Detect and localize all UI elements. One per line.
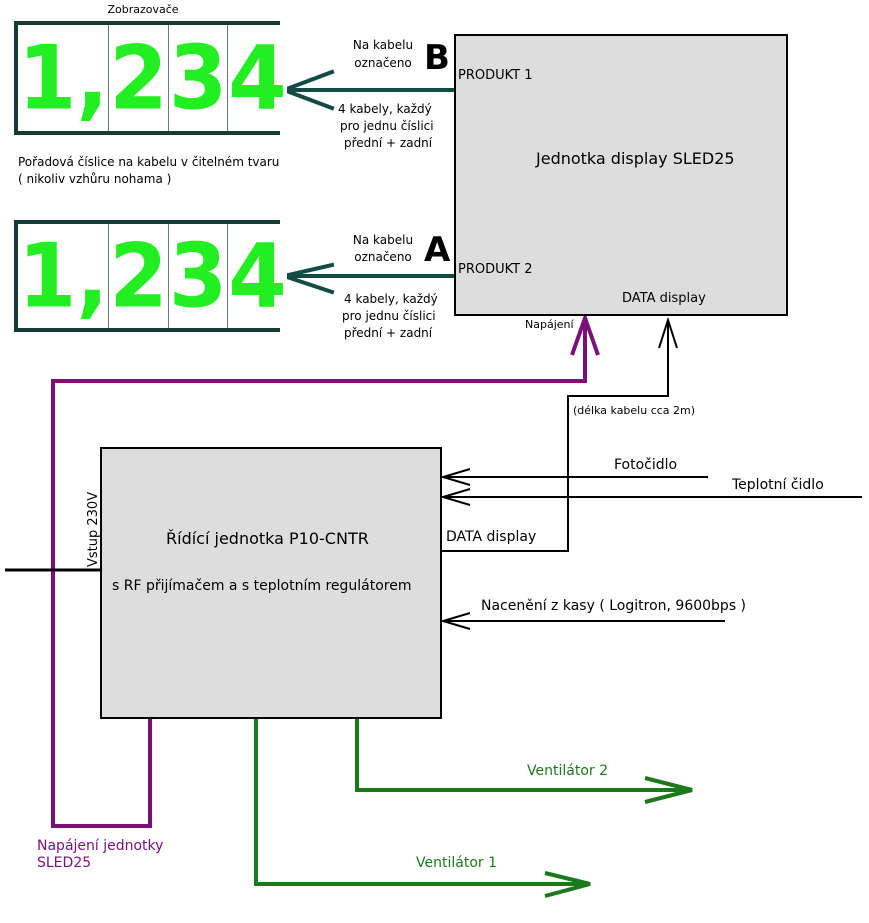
bottom-display-digit-3: 3 — [168, 224, 229, 328]
photo-sensor-arrow — [439, 468, 708, 486]
port-product2: PRODUKT 2 — [458, 262, 533, 277]
mains-input-label: Vstup 230V — [86, 491, 101, 567]
temperature-sensor-arrow — [439, 488, 862, 506]
cable-b-label-line2: označeno — [354, 56, 412, 70]
top-display-digit-2: 2 — [109, 25, 169, 131]
temperature-sensor-label: Teplotní čidlo — [732, 477, 824, 493]
data-wire — [442, 316, 678, 552]
displays-title: Zobrazovače — [107, 3, 179, 16]
bottom-display: 1, 2 3 4 — [14, 220, 287, 332]
control-unit-title: Řídící jednotka P10-CNTR — [166, 529, 369, 548]
fan2-wire — [355, 718, 693, 804]
pricing-input-arrow — [439, 612, 725, 630]
top-display-digit-1: 1, — [18, 25, 110, 131]
display-unit-title: Jednotka display SLED25 — [536, 149, 735, 168]
power-wire — [51, 311, 600, 828]
cable-length-note: (délka kabelu cca 2m) — [573, 404, 696, 417]
cable-b-letter: B — [424, 38, 450, 78]
cable-b-label-line1: Na kabelu — [352, 38, 414, 52]
port-product1: PRODUKT 1 — [458, 68, 533, 83]
order-note-line2: ( nikoliv vzhůru nohama ) — [18, 172, 172, 186]
cable-b-info-line2: pro jednu číslici — [340, 119, 434, 133]
power-note-line2: SLED25 — [37, 855, 92, 871]
fan1-label: Ventilátor 1 — [416, 855, 497, 871]
port-data-display: DATA display — [622, 291, 706, 306]
cable-b-info-line1: 4 kabely, každý — [338, 102, 432, 116]
control-unit-box: Řídící jednotka P10-CNTR s RF přijímačem… — [86, 447, 536, 719]
fan1-wire — [254, 718, 591, 898]
bottom-display-digit-2: 2 — [109, 224, 169, 328]
cable-b-info-line3: přední + zadní — [344, 136, 433, 150]
top-display: 1, 2 3 4 — [14, 21, 287, 135]
cable-a-label-line1: Na kabelu — [352, 233, 414, 247]
control-data-display-label: DATA display — [446, 529, 537, 545]
cable-a-info-line1: 4 kabely, každý — [344, 292, 438, 306]
cable-a-letter: A — [424, 230, 451, 270]
display-unit-box: PRODUKT 1 Jednotka display SLED25 PRODUK… — [454, 34, 788, 316]
top-display-digit-3: 3 — [168, 25, 229, 131]
pricing-input-label: Nacenění z kasy ( Logitron, 9600bps ) — [481, 598, 747, 614]
power-note-line1: Napájení jednotky — [37, 838, 164, 854]
power-port-label: Napájení — [525, 318, 574, 331]
order-note-line1: Pořadová číslice na kabelu v čitelném tv… — [18, 155, 280, 169]
top-display-digit-4: 4 — [228, 25, 287, 131]
cable-a-info-line2: pro jednu číslici — [342, 309, 436, 323]
bottom-display-digit-4: 4 — [228, 224, 287, 328]
cable-a-label-line2: označeno — [354, 250, 412, 264]
photo-sensor-label: Fotočidlo — [614, 457, 678, 473]
cable-a-info-line3: přední + zadní — [344, 326, 433, 340]
bottom-display-digit-1: 1, — [18, 224, 110, 328]
fan2-label: Ventilátor 2 — [527, 763, 608, 779]
control-unit-subtitle: s RF přijímačem a s teplotním regulátore… — [112, 578, 412, 594]
